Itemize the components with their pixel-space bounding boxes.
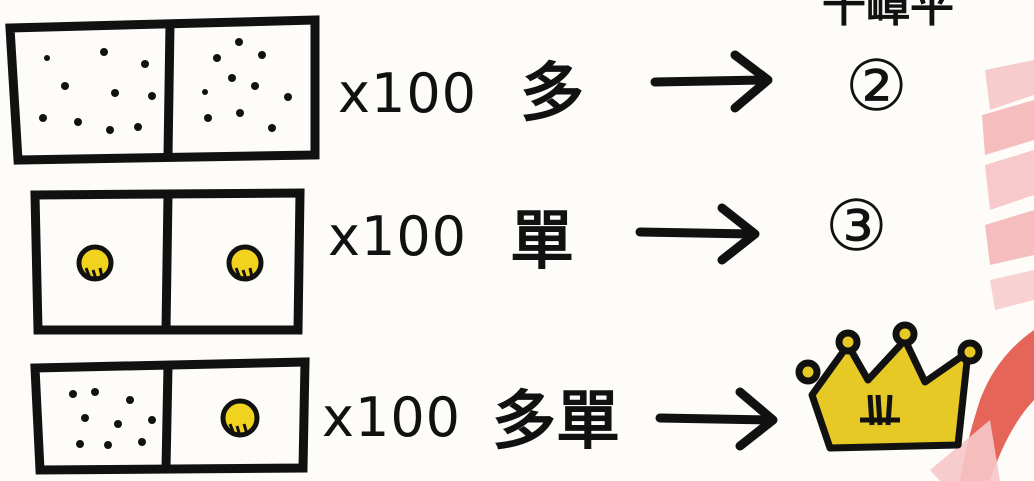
dots-icon (39, 38, 292, 134)
arrow-right-icon (650, 50, 773, 113)
row1-rank: ② (845, 45, 908, 127)
row2-multiplier: x100 (328, 205, 468, 268)
row3-multiplier: x100 (322, 386, 462, 449)
row2-coin-box (30, 188, 305, 335)
row1-multiplier: x100 (338, 62, 478, 125)
gold-dot-icon (76, 244, 264, 282)
arrow-right-icon-row3 (655, 387, 778, 451)
gold-dot-icon-row3 (220, 398, 260, 438)
row2-word: 單 (510, 205, 574, 279)
row3-mixed-box (30, 357, 310, 475)
crown-icon (795, 321, 983, 452)
decorative-stripes (930, 60, 1034, 481)
row2-rank: ③ (825, 185, 888, 267)
row1-word: 多 (520, 57, 584, 131)
row1-grain-box (5, 15, 320, 165)
row3-word: 多單 (492, 385, 620, 459)
arrow-right-icon-row2 (635, 203, 760, 265)
cropped-heading-fragment: 千嶂平 (822, 0, 954, 32)
dots-icon-row3 (69, 388, 156, 449)
